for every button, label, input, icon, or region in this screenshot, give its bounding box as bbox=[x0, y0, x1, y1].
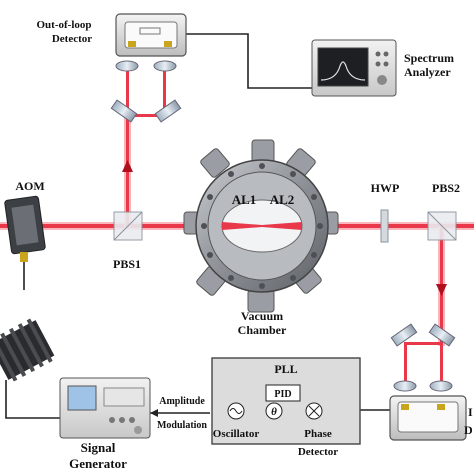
mirrors-right bbox=[390, 323, 456, 347]
aom-label: AOM bbox=[15, 179, 44, 193]
out-of-loop-label-2: Detector bbox=[52, 33, 92, 45]
oscillator-label: Oscillator bbox=[213, 428, 260, 440]
detector-lenses-top bbox=[115, 60, 177, 72]
pid-label: PID bbox=[274, 389, 291, 400]
out-of-loop-detector bbox=[115, 13, 187, 57]
al2-label: AL2 bbox=[270, 192, 295, 207]
vacuum-label: Vacuum bbox=[241, 309, 283, 323]
spectrum-analyzer bbox=[311, 39, 397, 97]
in-loop-label-partial: I bbox=[468, 405, 473, 419]
focused-beam bbox=[222, 222, 302, 230]
in-loop-label-partial-2: D bbox=[464, 423, 473, 437]
pll-box bbox=[211, 357, 361, 445]
spectrum-label-2: Analyzer bbox=[404, 65, 451, 79]
detector-lenses-bottom bbox=[393, 380, 453, 392]
pbs1-label: PBS1 bbox=[113, 257, 141, 271]
pbs2-label: PBS2 bbox=[432, 181, 460, 195]
vacuum-label-2: Chamber bbox=[238, 323, 287, 337]
al1-label: AL1 bbox=[232, 192, 257, 207]
heat-sink bbox=[0, 318, 55, 382]
signal-label-2: Generator bbox=[69, 456, 127, 471]
pll-label: PLL bbox=[274, 362, 297, 376]
modulation-label: Modulation bbox=[157, 420, 207, 431]
spectrum-label: Spectrum bbox=[404, 51, 454, 65]
signal-generator bbox=[59, 377, 151, 439]
theta-label: θ bbox=[271, 406, 277, 418]
beam-arrow-down-icon bbox=[436, 284, 447, 296]
amplitude-label: Amplitude bbox=[159, 396, 205, 407]
phase-label-2: Detector bbox=[298, 446, 338, 458]
aom-device bbox=[4, 195, 46, 262]
pbs2-splitter bbox=[427, 211, 457, 241]
in-loop-detector bbox=[389, 395, 467, 441]
hwp-waveplate bbox=[380, 209, 389, 243]
hwp-label: HWP bbox=[371, 181, 400, 195]
signal-label: Signal bbox=[81, 440, 116, 455]
mirrors-top bbox=[110, 99, 182, 123]
phase-label: Phase bbox=[304, 428, 332, 440]
beam-arrow-up-icon bbox=[122, 160, 133, 172]
out-of-loop-label: Out-of-loop bbox=[37, 19, 92, 31]
arrow-left-icon bbox=[150, 409, 158, 417]
pbs1-splitter bbox=[113, 211, 143, 241]
